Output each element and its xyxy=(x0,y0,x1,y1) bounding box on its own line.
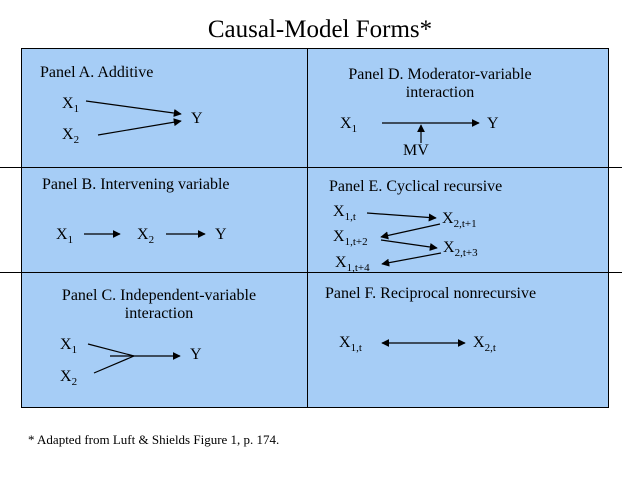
panel-e-node-x2t1-letter: X xyxy=(442,210,454,227)
panel-d-x1: X1 xyxy=(340,115,357,135)
panel-b-title: Panel B. Intervening variable xyxy=(42,176,230,193)
panel-c-x2-letter: X xyxy=(60,368,72,385)
panel-d-title: Panel D. Moderator-variable interaction xyxy=(318,66,562,102)
panel-f-title: Panel F. Reciprocal nonrecursive xyxy=(325,285,537,302)
panel-d-title-line2: interaction xyxy=(405,84,475,101)
panel-a-x1-sub: 1 xyxy=(73,103,80,116)
panel-e-arrow-4 xyxy=(381,252,442,267)
footnote: * Adapted from Luft & Shields Figure 1, … xyxy=(28,432,280,447)
panel-e-arrow-3 xyxy=(380,239,438,251)
panel-a-x1: X1 xyxy=(62,95,79,115)
panel-c-x1: X1 xyxy=(60,336,77,356)
panel-grid xyxy=(21,48,609,408)
panel-c-line-x2 xyxy=(93,355,135,374)
panel-b-x2-sub: 2 xyxy=(148,234,155,247)
panel-c-title-line2: interaction xyxy=(124,305,194,322)
panel-e-node-x2t3: X2,t+3 xyxy=(443,239,478,259)
panel-c-title: Panel C. Independent-variable interactio… xyxy=(38,287,280,323)
panel-e-node-x1t2: X1,t+2 xyxy=(333,228,368,248)
panel-e-node-x2t3-letter: X xyxy=(443,239,455,256)
panel-a-title: Panel A. Additive xyxy=(40,64,154,81)
grid-divider-horizontal-2 xyxy=(0,272,622,273)
panel-e-node-x1t-sub: 1,t xyxy=(344,211,356,224)
panel-f-x2-letter: X xyxy=(473,334,485,351)
panel-a-x2-sub: 2 xyxy=(73,134,80,147)
diagram-title: Causal-Model Forms* xyxy=(207,16,433,43)
panel-e-arrow-2 xyxy=(380,223,441,240)
panel-e-node-x2t1-sub: 2,t+1 xyxy=(453,218,477,231)
panel-a-x1-letter: X xyxy=(62,95,74,112)
panel-f-x2-sub: 2,t xyxy=(484,342,496,355)
panel-e-node-x1t: X1,t xyxy=(333,203,356,223)
panel-e-node-x1t4: X1,t+4 xyxy=(335,254,370,274)
panel-d-x1-sub: 1 xyxy=(351,123,358,136)
panel-a-arrow-x2-y xyxy=(97,118,182,136)
panel-e-node-x1t-letter: X xyxy=(333,203,345,220)
panel-b-x1: X1 xyxy=(56,226,73,246)
panel-e-node-x1t2-sub: 1,t+2 xyxy=(344,236,368,249)
panel-a-x2: X2 xyxy=(62,126,79,146)
grid-divider-vertical xyxy=(307,48,308,407)
panel-c-title-line1: Panel C. Independent-variable xyxy=(61,287,257,304)
grid-divider-horizontal-1 xyxy=(0,167,622,168)
panel-f-x2: X2,t xyxy=(473,334,496,354)
panel-b-x1-letter: X xyxy=(56,226,68,243)
panel-e-node-x1t4-letter: X xyxy=(335,254,347,271)
panel-e-node-x1t4-sub: 1,t+4 xyxy=(346,262,370,275)
panel-c-x1-sub: 1 xyxy=(71,344,78,357)
panel-c-x1-letter: X xyxy=(60,336,72,353)
panel-c-line-x1 xyxy=(87,343,135,357)
panel-e-arrow-1 xyxy=(366,212,437,222)
panel-e-title: Panel E. Cyclical recursive xyxy=(329,178,503,195)
panel-a-y: Y xyxy=(191,110,203,127)
panel-b-y: Y xyxy=(215,226,227,243)
panel-e-node-x1t2-letter: X xyxy=(333,228,345,245)
panel-b-x1-sub: 1 xyxy=(67,234,74,247)
panel-d-y: Y xyxy=(487,115,499,132)
panel-b-x2-letter: X xyxy=(137,226,149,243)
panel-e-node-x2t3-sub: 2,t+3 xyxy=(454,247,478,260)
panel-f-x1: X1,t xyxy=(339,334,362,354)
panel-c-x2: X2 xyxy=(60,368,77,388)
panel-d-title-line1: Panel D. Moderator-variable xyxy=(348,66,532,83)
panel-f-x1-letter: X xyxy=(339,334,351,351)
panel-d-mv: MV xyxy=(403,142,429,159)
panel-e-node-x2t1: X2,t+1 xyxy=(442,210,477,230)
panel-d-x1-letter: X xyxy=(340,115,352,132)
panel-a-arrow-x1-y xyxy=(85,100,182,117)
panel-c-y: Y xyxy=(190,346,202,363)
panel-f-x1-sub: 1,t xyxy=(350,342,362,355)
panel-b-x2: X2 xyxy=(137,226,154,246)
panel-a-x2-letter: X xyxy=(62,126,74,143)
panel-c-x2-sub: 2 xyxy=(71,376,78,389)
